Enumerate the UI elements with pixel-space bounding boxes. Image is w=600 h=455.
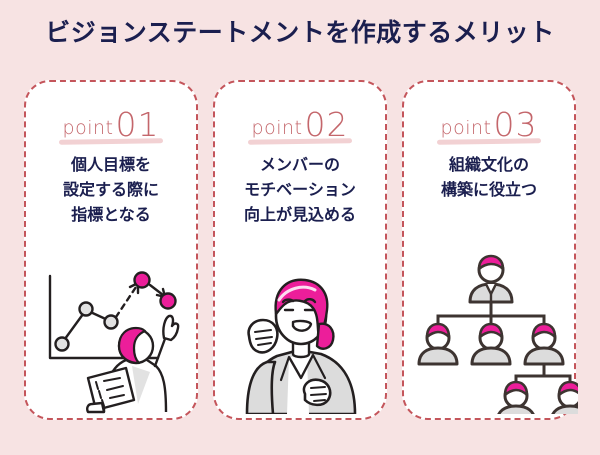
point-number-1: 01: [115, 105, 160, 144]
benefit-text-2: メンバーの モチベーション 向上が見込める: [240, 154, 360, 228]
benefit-text-1-line-1: 個人目標を: [70, 157, 151, 174]
motivated-businesswoman-fists-icon: [215, 254, 389, 414]
point-label-2: point 02: [247, 103, 353, 145]
point-number-2: 02: [304, 105, 349, 144]
benefit-text-2-line-3: 向上が見込める: [243, 206, 356, 224]
point-word-2: point: [251, 117, 303, 139]
benefit-text-2-line-2: モチベーション: [244, 181, 356, 199]
page-title-container: ビジョンステートメントを作成するメリット: [0, 18, 600, 48]
benefit-text-1-line-2: 設定する際に: [62, 181, 159, 199]
benefit-card-3[interactable]: point 03 組織文化の 構築に役立つ: [402, 80, 578, 420]
page-title: ビジョンステートメントを作成するメリット: [45, 19, 555, 47]
benefit-card-1[interactable]: point 01 個人目標を 設定する際に 指標となる: [24, 80, 198, 420]
benefit-text-3-line-2: 構築に役立つ: [440, 181, 537, 199]
line-chart-person-pointing-up-icon: [26, 254, 200, 414]
benefit-text-2-line-1: メンバーの: [259, 157, 340, 174]
benefit-text-3-line-1: 組織文化の: [448, 157, 529, 174]
organization-chart-people-icon: [404, 254, 578, 414]
point-word-3: point: [440, 117, 492, 139]
point-label-3: point 03: [436, 103, 542, 145]
benefit-text-1: 個人目標を 設定する際に 指標となる: [59, 154, 163, 228]
benefit-cards-row: point 01 個人目標を 設定する際に 指標となる: [24, 80, 578, 420]
point-number-3: 03: [493, 105, 538, 144]
benefit-text-3: 組織文化の 構築に役立つ: [437, 154, 541, 204]
point-word-1: point: [62, 117, 114, 139]
point-label-1: point 01: [58, 103, 164, 145]
benefit-card-2[interactable]: point 02 メンバーの モチベーション 向上が見込める: [213, 80, 387, 420]
benefit-text-1-line-3: 指標となる: [71, 206, 151, 224]
